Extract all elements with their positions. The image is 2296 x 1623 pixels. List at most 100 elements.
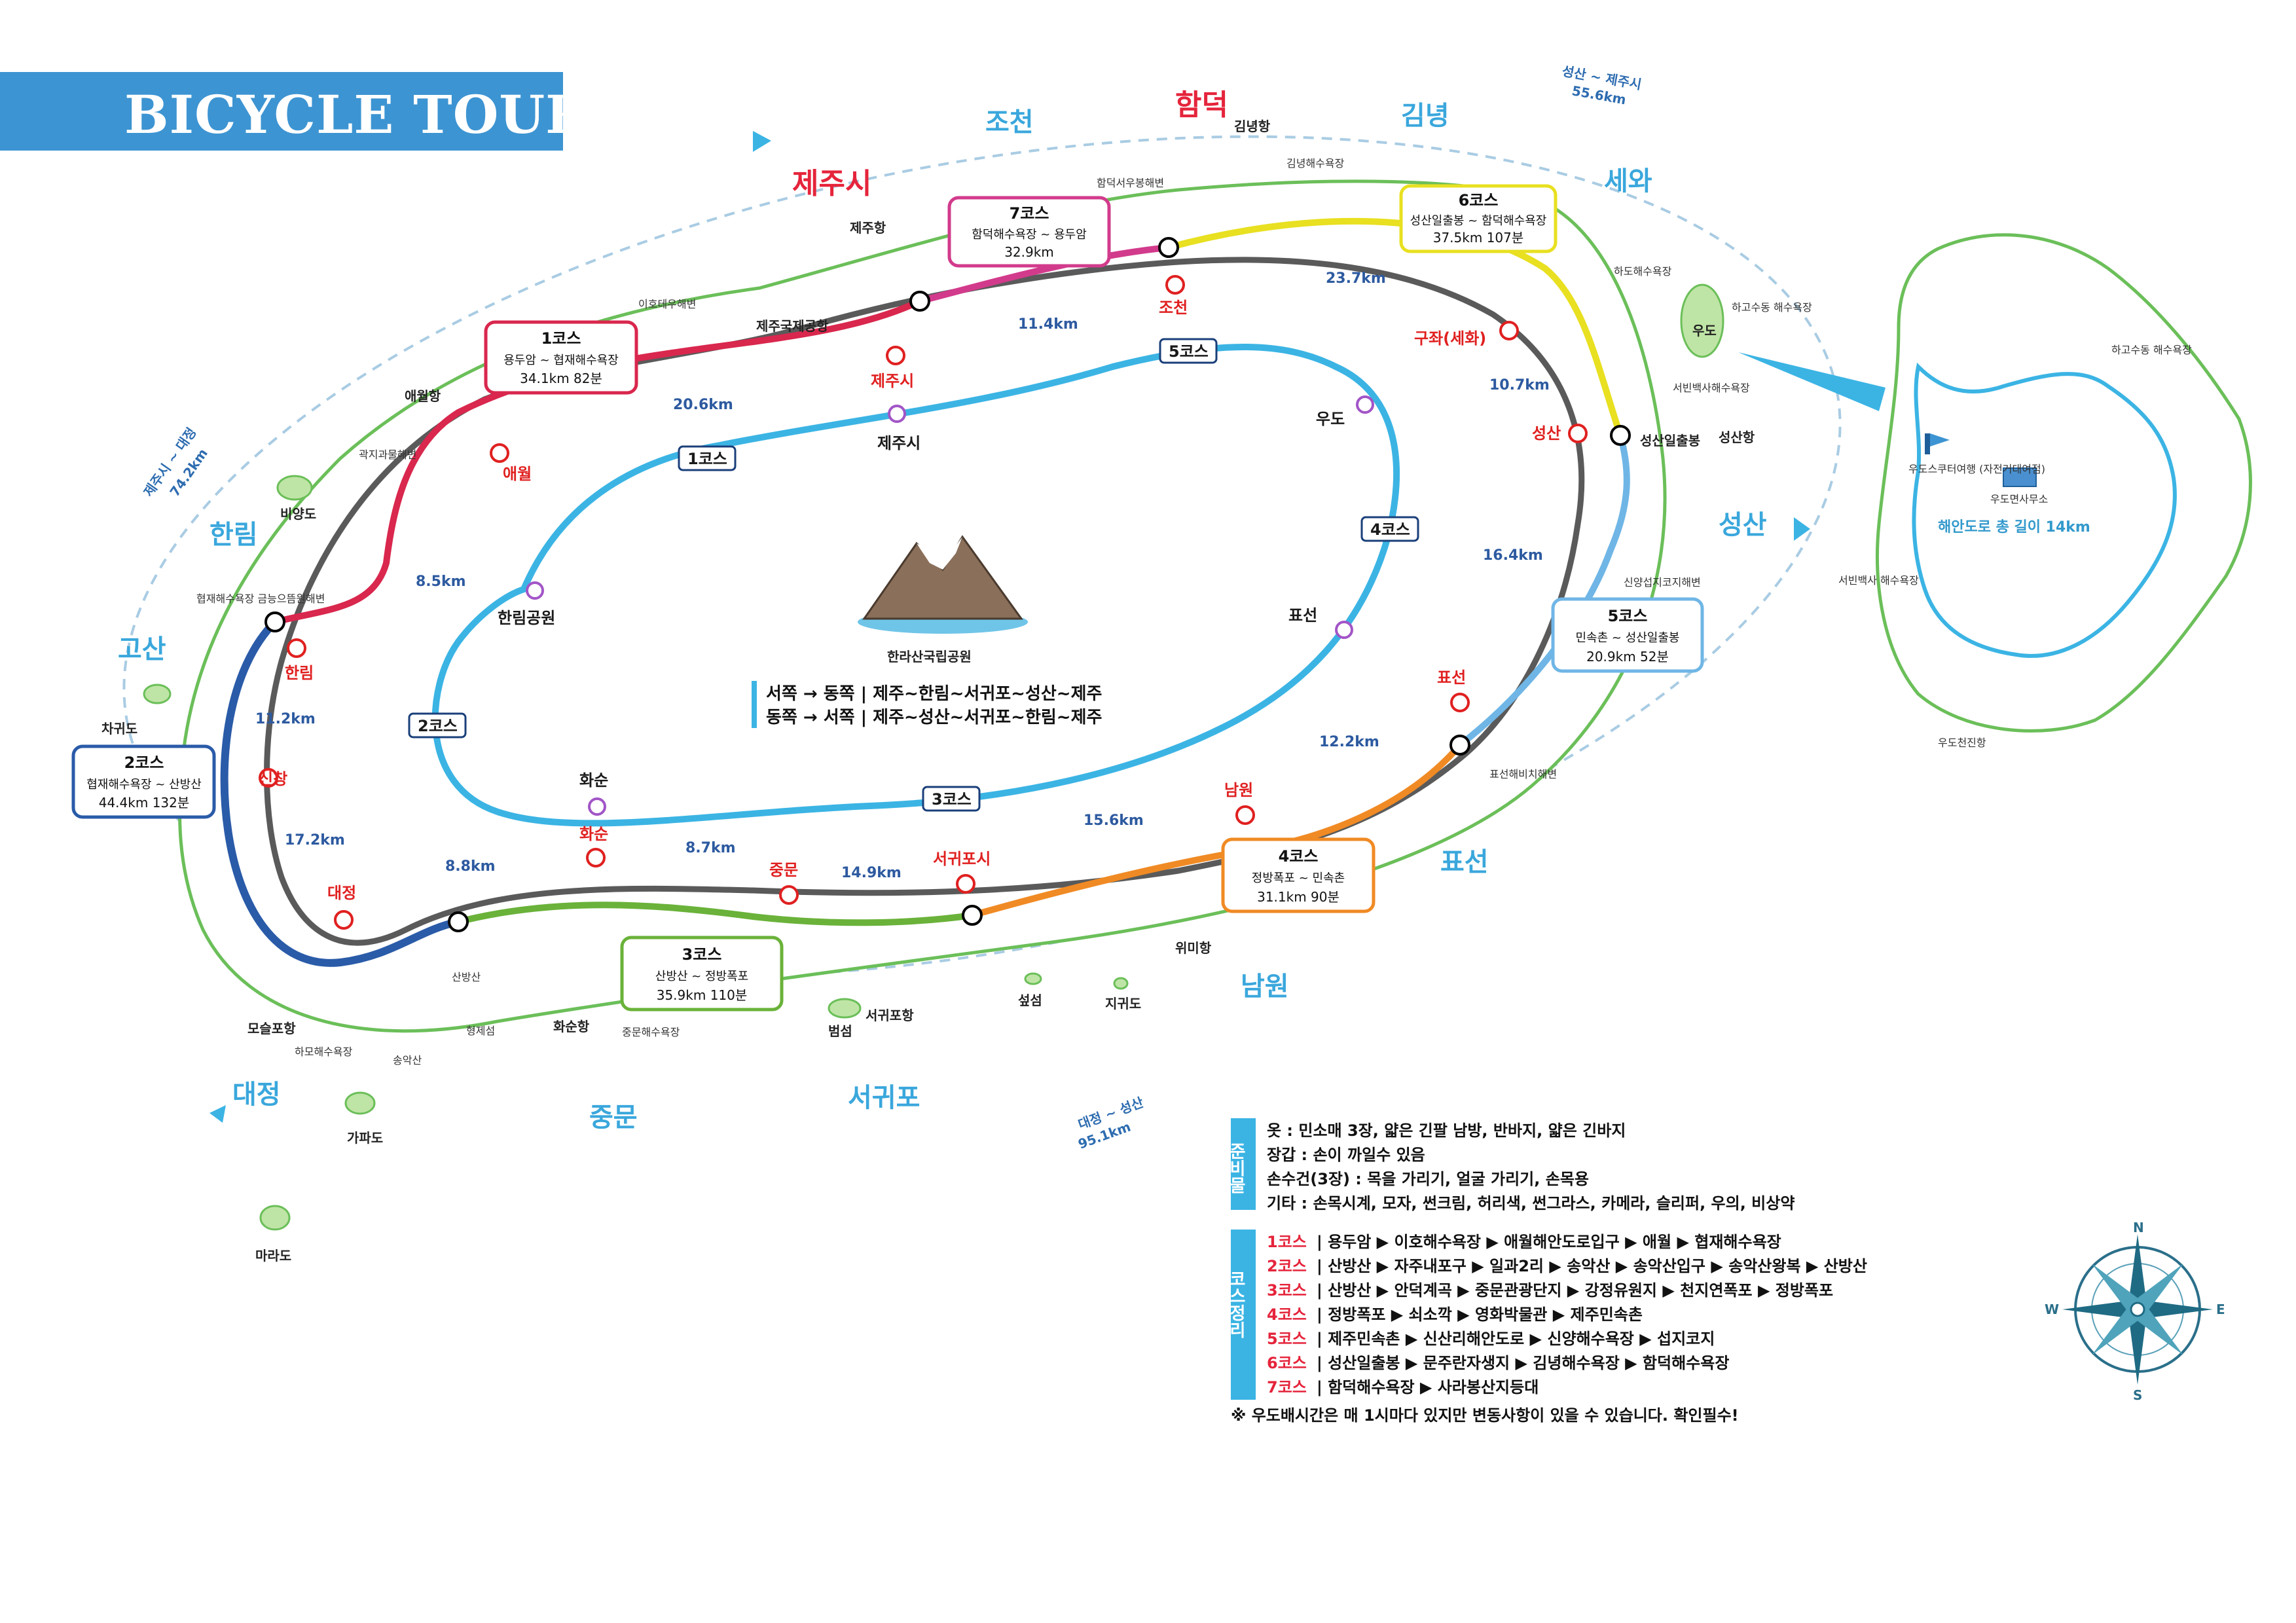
compass-e: E xyxy=(2216,1302,2225,1317)
direction-legend: 서쪽 → 동쪽 | 제주~한림~서귀포~성산~제주 동쪽 → 서쪽 | 제주~성… xyxy=(752,681,1102,728)
udo-beach-w-label: 서빈백사 해수욕장 xyxy=(1838,574,1919,587)
svg-text:2코스: 2코스 xyxy=(124,754,164,772)
city-label-seongsan: 성산 xyxy=(1532,424,1561,443)
course-summary-line: 6코스 | 성산일출봉 ▶ 문주란자생지 ▶ 김녕해수욕장 ▶ 함덕해수욕장 xyxy=(1267,1354,1729,1372)
poi-moseulpo: 모슬포항 xyxy=(247,1021,296,1036)
chagwido-island xyxy=(143,684,172,704)
compass-w: W xyxy=(2045,1302,2059,1317)
city-marker-jocheon xyxy=(1165,275,1185,295)
city-marker-pyoseon xyxy=(1450,693,1470,712)
poi-songaksan: 송악산 xyxy=(393,1054,422,1067)
city-label-jungmun: 중문 xyxy=(769,861,798,879)
svg-text:31.1km 90분: 31.1km 90분 xyxy=(1257,889,1339,905)
course-2-line xyxy=(220,619,460,967)
poi-beomseom: 범섬 xyxy=(828,1023,852,1039)
course-box-1: 1코스 용두암 ~ 협재해수욕장 34.1km 82분 xyxy=(484,320,638,395)
poi-iho-beach: 이호테우해변 xyxy=(638,298,696,310)
ferry-note: ※ 우도배시간은 매 1시마다 있지만 변동사항이 있을 수 있습니다. 확인필… xyxy=(1231,1406,1739,1425)
poi-hyeongjeseom: 형제섬 xyxy=(466,1025,495,1037)
course-box-4: 4코스 정방폭포 ~ 민속촌 31.1km 90분 xyxy=(1221,837,1376,913)
dist-label: 16.4km xyxy=(1483,547,1543,564)
dist-label: 8.7km xyxy=(685,840,736,856)
inner-course-tag-3: 3코스 xyxy=(922,786,981,812)
poi-seopseom: 섶섬 xyxy=(1018,993,1042,1008)
dist-label: 15.6km xyxy=(1084,812,1144,829)
svg-text:3코스: 3코스 xyxy=(932,790,972,809)
city-label-sinchang: 신창 xyxy=(259,770,287,788)
inner-label-udo: 우도 xyxy=(1316,410,1345,428)
dist-label: 12.2km xyxy=(1319,734,1379,750)
course-summary-line: 1코스 | 용두암 ▶ 이호해수욕장 ▶ 애월해안도로입구 ▶ 애월 ▶ 협재해… xyxy=(1267,1233,1781,1251)
inner-label-hwasun: 화순 xyxy=(579,771,608,790)
poi-sanbangsan: 산방산 xyxy=(452,971,481,983)
inner-label-jejusi: 제주시 xyxy=(877,434,920,452)
course-box-7: 7코스 함덕해수욕장 ~ 용두암 32.9km xyxy=(947,196,1111,268)
poi-seongsan-port: 성산항 xyxy=(1719,429,1755,445)
inner-course-tag-2: 2코스 xyxy=(408,712,467,739)
direction-arrow-nw xyxy=(753,131,771,152)
poi-jungmun-beach: 중문해수욕장 xyxy=(622,1026,680,1038)
jigwido-island xyxy=(1113,977,1129,990)
inner-marker-hwasun xyxy=(588,797,606,816)
city-marker-namwon xyxy=(1235,805,1255,825)
course-box-2: 2코스 협재해수욕장 ~ 산방산 44.4km 132분 xyxy=(71,744,216,819)
city-label-seogwipo: 서귀포시 xyxy=(933,850,991,868)
svg-text:용두암 ~ 협재해수욕장: 용두암 ~ 협재해수욕장 xyxy=(503,354,619,367)
junction-marker xyxy=(1610,425,1631,446)
svg-text:4코스: 4코스 xyxy=(1370,520,1410,539)
udo-coastal-road xyxy=(1912,362,2177,658)
course-box-5: 5코스 민속촌 ~ 성산일출봉 20.9km 52분 xyxy=(1551,597,1704,673)
svg-text:6코스: 6코스 xyxy=(1459,191,1499,210)
small-islands xyxy=(143,283,1724,1231)
poi-gwakji: 곽지과물해변 xyxy=(359,448,416,461)
udo-inset-pointer xyxy=(1738,352,1886,411)
dist-label: 11.2km xyxy=(255,711,316,727)
direction-east-west: 동쪽 → 서쪽 | 제주~성산~서귀포~한림~제주 xyxy=(766,708,1102,727)
dist-label: 11.4km xyxy=(1018,316,1078,333)
inner-marker-jejusi xyxy=(888,405,906,423)
svg-text:44.4km 132분: 44.4km 132분 xyxy=(99,795,190,811)
hallasan-label: 한라산국립공원 xyxy=(887,649,972,665)
svg-text:20.9km 52분: 20.9km 52분 xyxy=(1586,649,1669,665)
biyangdo-island xyxy=(276,475,313,501)
udo-port-label: 우도천진항 xyxy=(1938,737,1986,749)
poi-udo: 우도 xyxy=(1692,323,1717,338)
prep-line: 손수건(3장) : 목을 가리기, 얼굴 가리기, 손목용 xyxy=(1267,1170,1589,1188)
seopseom-island xyxy=(1024,972,1042,985)
poi-marado: 마라도 xyxy=(255,1248,291,1264)
region-namwon: 남원 xyxy=(1241,972,1289,1002)
city-marker-seogwipo xyxy=(956,874,975,894)
svg-text:5코스: 5코스 xyxy=(1608,607,1648,625)
udo-beach-ne-label: 하고수동 해수욕장 xyxy=(2111,344,2192,356)
poi-hwasun-port: 화순항 xyxy=(553,1019,590,1034)
junction-marker xyxy=(1449,735,1470,756)
region-jocheon: 조천 xyxy=(985,107,1034,137)
compass-rose-icon: N S E W xyxy=(2045,1220,2225,1403)
course-summary-line: 7코스 | 함덕해수욕장 ▶ 사라봉산지등대 xyxy=(1267,1378,1539,1396)
svg-text:성산일출봉 ~ 함덕해수욕장: 성산일출봉 ~ 함덕해수욕장 xyxy=(1410,214,1547,228)
city-marker-jeju xyxy=(886,346,905,365)
poi-seobin: 서빈백사해수욕장 xyxy=(1673,382,1750,394)
marado-island xyxy=(259,1205,291,1231)
inner-marker-udo xyxy=(1356,395,1374,414)
junction-marker xyxy=(448,911,469,932)
inner-label-hallim-park: 한림공원 xyxy=(498,609,555,627)
city-marker-aewol xyxy=(490,443,509,463)
svg-text:2코스: 2코스 xyxy=(418,717,458,735)
inner-course-tag-5: 5코스 xyxy=(1159,338,1218,364)
city-label-hallim: 한림 xyxy=(285,664,314,682)
junction-marker xyxy=(1158,237,1179,258)
city-marker-jungmun xyxy=(779,885,799,905)
udo-tour-flag-icon xyxy=(1925,433,1930,454)
region-jungmun: 중문 xyxy=(589,1103,638,1133)
course-3-line xyxy=(457,902,973,926)
preparation-label-bar xyxy=(1231,1118,1256,1210)
poi-biyangdo: 비양도 xyxy=(280,506,316,522)
svg-text:산방산 ~ 정방폭포: 산방산 ~ 정방폭포 xyxy=(655,970,748,983)
course-summary-label-bar xyxy=(1231,1230,1256,1400)
prep-line: 장갑 : 손이 까일수 있음 xyxy=(1267,1146,1425,1164)
region-seogwipo: 서귀포 xyxy=(848,1083,920,1113)
dist-label: 23.7km xyxy=(1326,270,1386,287)
inner-course-tag-4: 4코스 xyxy=(1360,516,1419,542)
